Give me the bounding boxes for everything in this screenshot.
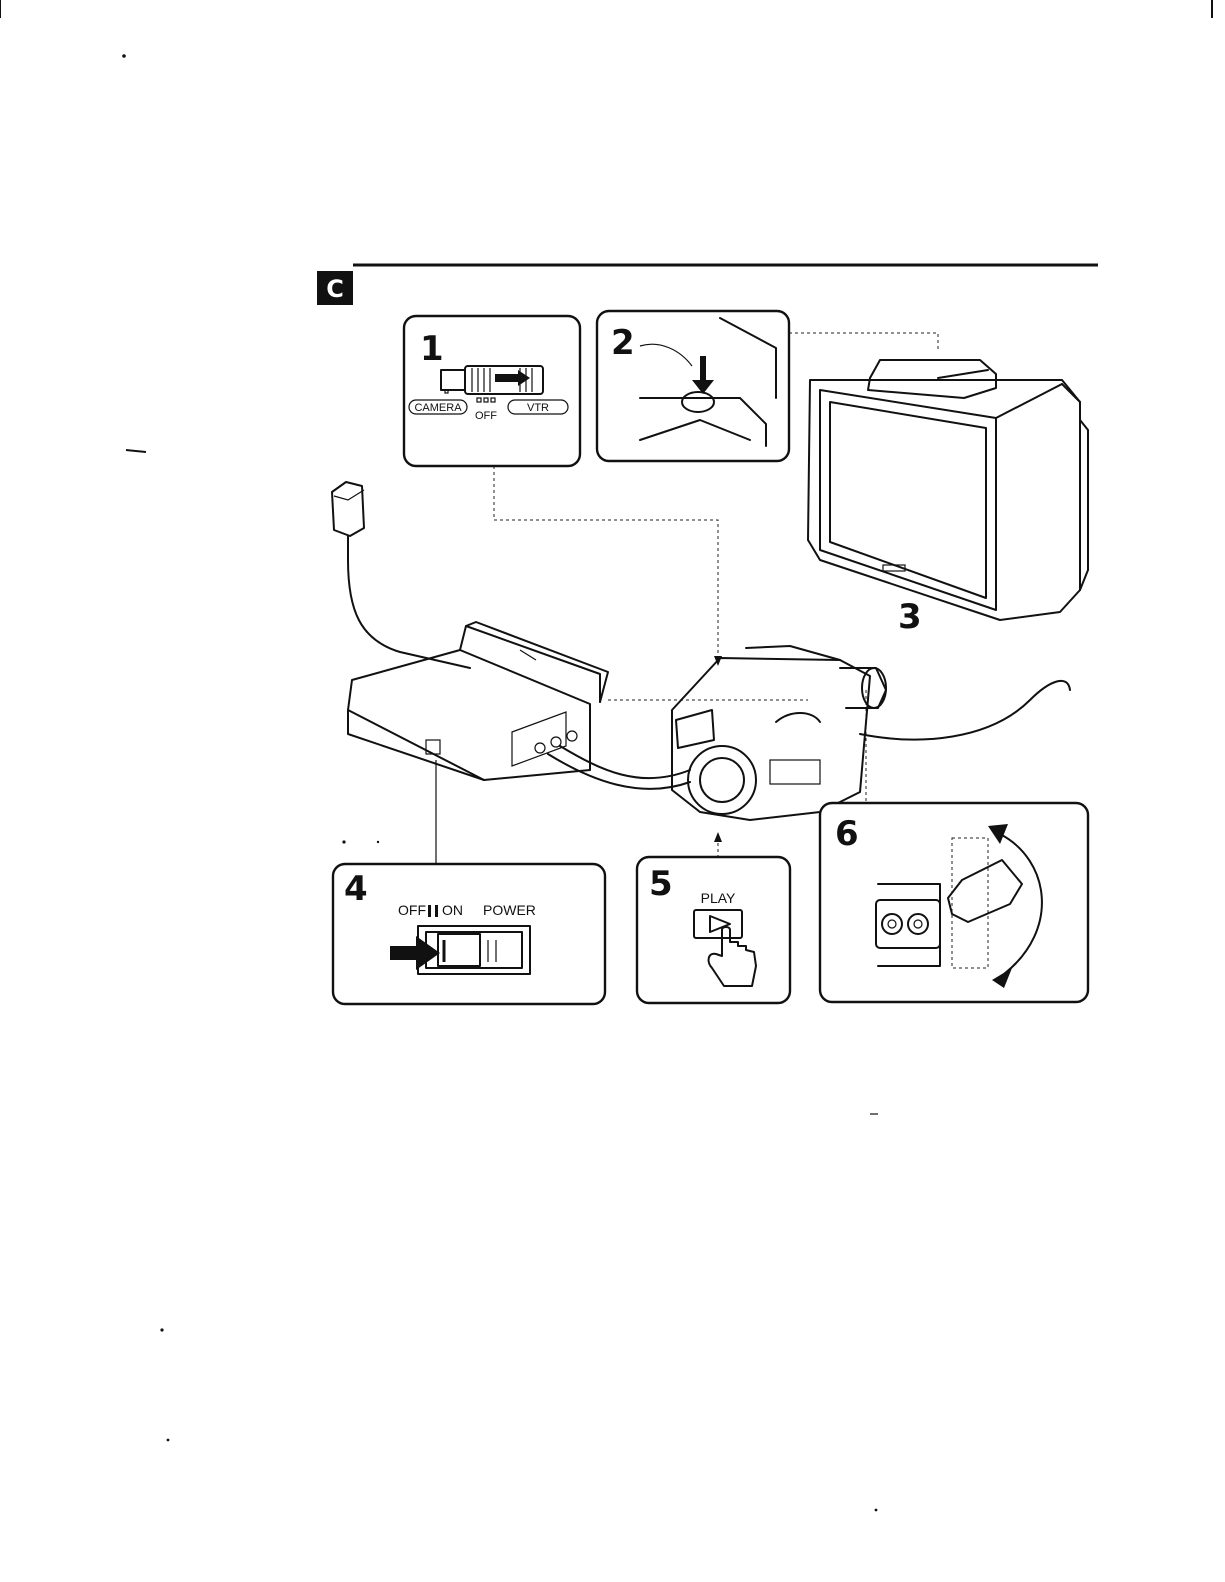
scan-marks bbox=[0, 0, 1212, 1511]
step-4-panel: 4 OFF ON POWER bbox=[333, 864, 605, 1004]
ac-adaptor-illustration bbox=[332, 482, 470, 668]
step-6-panel: 6 bbox=[820, 803, 1088, 1002]
power-label-power: POWER bbox=[483, 902, 536, 918]
section-header: C bbox=[317, 265, 1098, 305]
mode-label-camera: CAMERA bbox=[414, 402, 462, 414]
camcorder-illustration bbox=[672, 646, 1070, 820]
step-5-panel: 5 PLAY bbox=[637, 857, 790, 1003]
power-label-off: OFF bbox=[398, 902, 426, 918]
play-label: PLAY bbox=[701, 890, 736, 906]
step-3-number: 3 bbox=[898, 597, 922, 637]
mode-label-vtr: VTR bbox=[527, 402, 549, 414]
step-6-number: 6 bbox=[835, 814, 859, 854]
step-1-number: 1 bbox=[420, 329, 444, 369]
section-badge-letter: C bbox=[326, 275, 344, 303]
tv-set-illustration bbox=[808, 360, 1088, 620]
step-4-number: 4 bbox=[344, 869, 368, 909]
step-1-panel: 1 CAMERA OFF VTR bbox=[404, 316, 580, 466]
step-2-panel: 2 bbox=[597, 311, 789, 461]
power-label-on: ON bbox=[442, 902, 463, 918]
step-2-number: 2 bbox=[611, 323, 635, 363]
mode-label-off: OFF bbox=[475, 410, 497, 422]
step-5-number: 5 bbox=[649, 864, 673, 904]
power-adaptor-unit bbox=[348, 622, 690, 789]
